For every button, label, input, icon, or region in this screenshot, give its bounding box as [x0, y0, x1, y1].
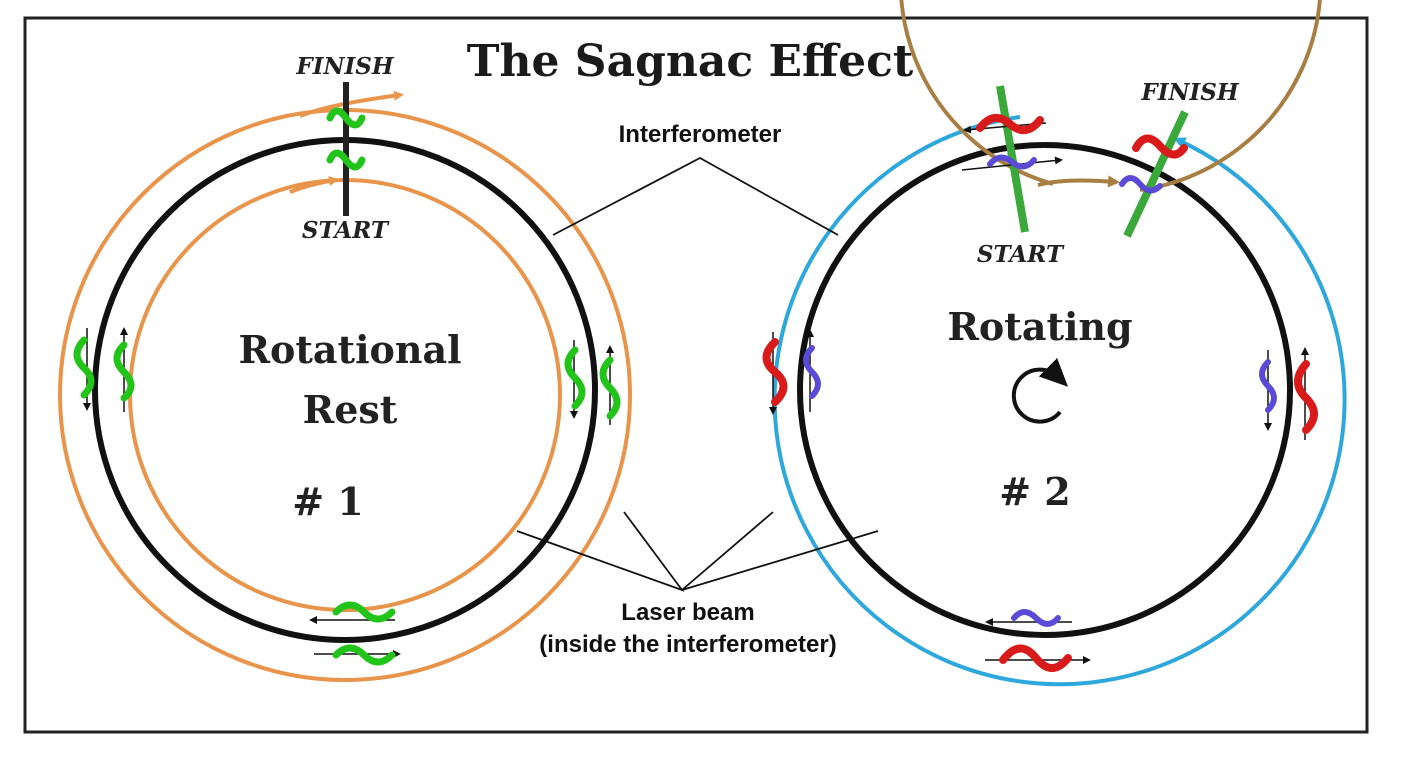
rot-wave-start-red — [976, 114, 1044, 134]
rest-wave-left-outer — [73, 336, 95, 399]
panel-rest: FINISH START Rotational Rest # 1 — [58, 53, 632, 682]
rest-wave-top-outer — [326, 107, 366, 129]
rot-start-label: START — [977, 241, 1065, 268]
rot-wave-right-purple — [1259, 359, 1277, 413]
laser-label-line1: Laser beam — [621, 599, 754, 626]
rot-finish-marker — [1123, 110, 1189, 238]
interferometer-label: Interferometer — [619, 121, 782, 148]
rot-wave-right-red — [1294, 360, 1318, 434]
rest-wave-bottom-inner — [332, 601, 396, 623]
rest-finish-label: FINISH — [295, 53, 394, 80]
rest-name-line2: Rest — [303, 387, 398, 432]
rot-wave-left-red — [762, 338, 788, 406]
rot-finish-label: FINISH — [1140, 79, 1239, 106]
rot-wave-bottom-red — [999, 644, 1072, 672]
rest-wave-right-outer — [599, 356, 621, 420]
interferometer-pointer — [552, 156, 839, 236]
rest-wave-bottom-outer — [332, 644, 396, 666]
rest-inner-arrow — [289, 176, 339, 194]
rest-outer-arrow — [299, 90, 404, 118]
laser-pointer-right — [681, 511, 879, 591]
rot-inner-beam-ring — [899, 0, 1322, 192]
rot-interferometer-ring — [797, 142, 1293, 638]
laser-label-line2: (inside the interferometer) — [539, 631, 836, 658]
diagram-title: The Sagnac Effect — [467, 36, 914, 87]
rot-wave-finish-red — [1132, 134, 1188, 159]
rot-wave-left-purple — [803, 345, 821, 399]
rest-start-label: START — [302, 217, 390, 244]
rot-number: # 2 — [999, 469, 1071, 514]
rest-wave-top-inner — [326, 149, 366, 171]
rest-wave-right-inner — [564, 346, 586, 410]
rot-wave-start-purple — [987, 154, 1037, 170]
rot-wave-finish-purple — [1119, 175, 1163, 194]
panel-rotating: FINISH START Rotating # 2 — [762, 0, 1347, 687]
rot-name: Rotating — [947, 304, 1132, 349]
rest-name-line1: Rotational — [238, 327, 461, 372]
rest-wave-left-inner — [113, 341, 135, 402]
rest-number: # 1 — [292, 479, 364, 524]
rot-inner-arrow — [1037, 175, 1120, 188]
rotation-arrow-icon — [1011, 357, 1069, 424]
rot-wave-bottom-purple — [1011, 609, 1061, 627]
rot-outer-beam-ring — [772, 115, 1347, 687]
